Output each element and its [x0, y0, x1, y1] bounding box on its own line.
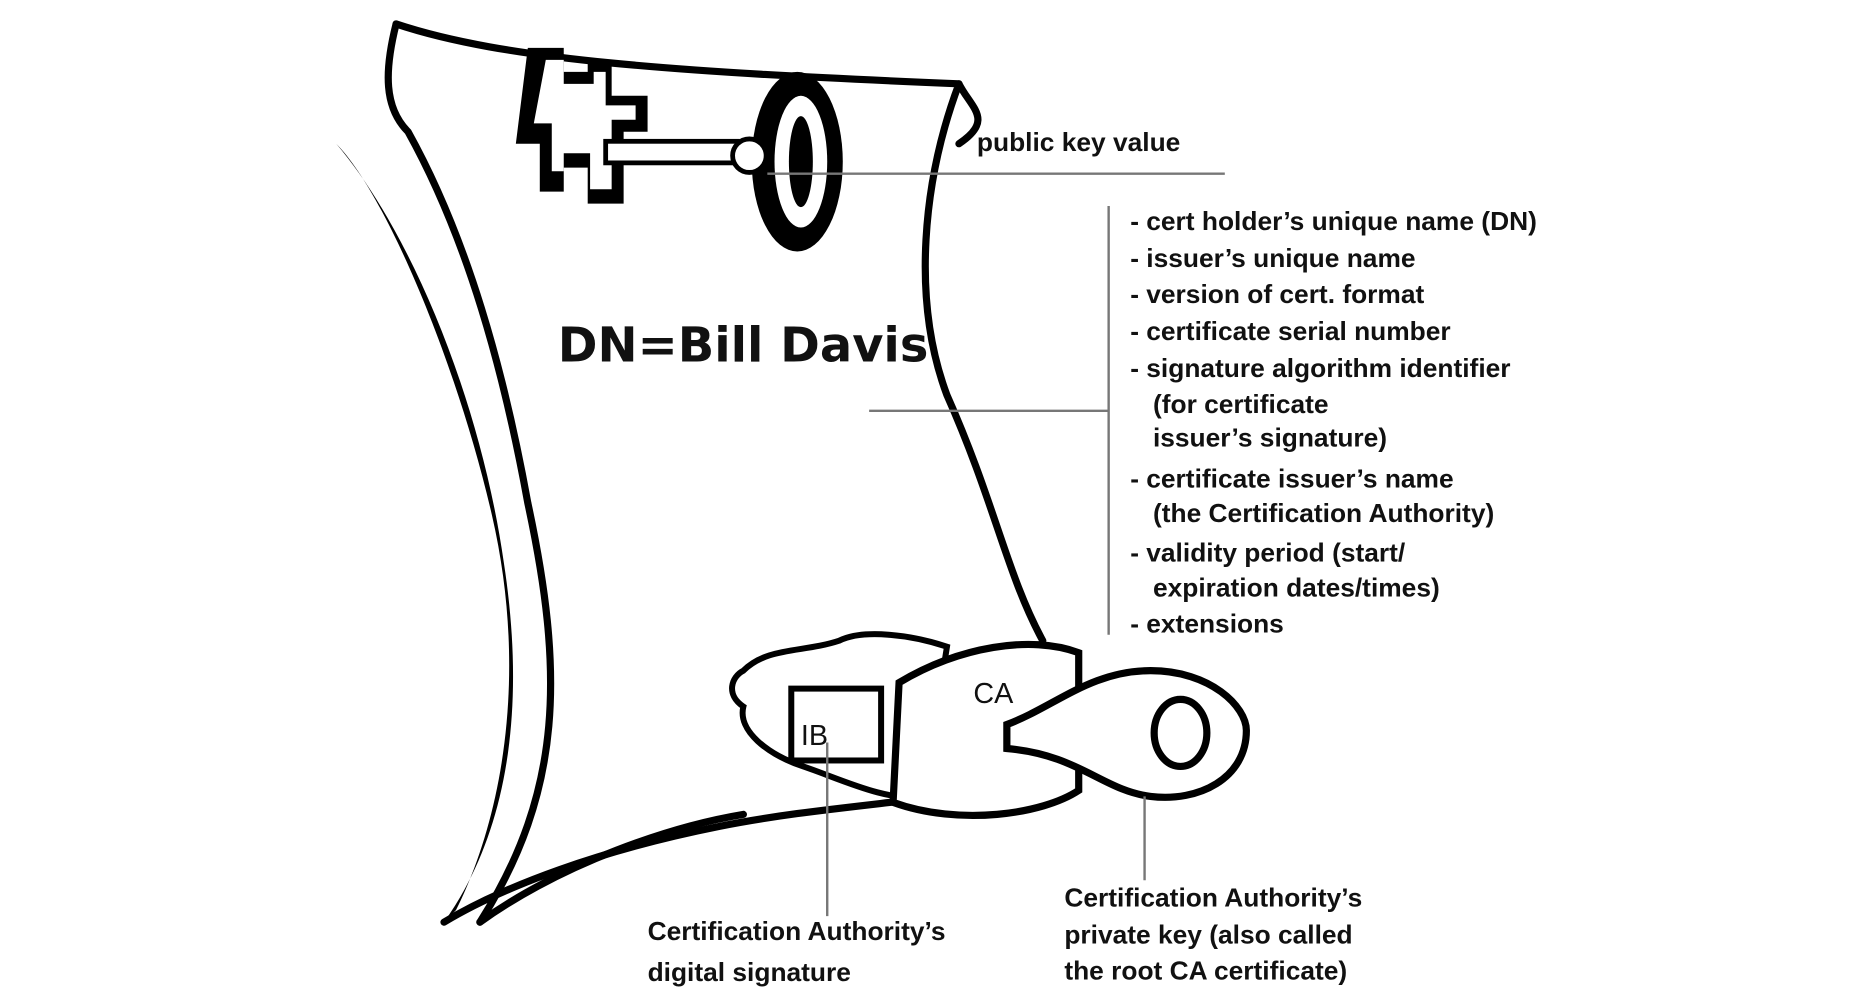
certificate-scroll [336, 20, 1047, 926]
seal-ca-text: CA [973, 678, 1014, 710]
field-item: - signature algorithm identifier [1130, 353, 1510, 383]
field-item: - cert holder’s unique name (DN) [1130, 206, 1537, 236]
private-key-icon [1003, 667, 1250, 801]
svg-text:the root CA certificate): the root CA certificate) [1064, 956, 1347, 986]
field-item: - validity period (start/ [1130, 538, 1406, 568]
field-item: - extensions [1130, 608, 1284, 638]
field-item: - version of cert. format [1130, 279, 1424, 309]
field-item: (the Certification Authority) [1153, 498, 1494, 528]
field-item: - issuer’s unique name [1130, 243, 1415, 273]
certificate-holder-name: DN=Bill Davis [558, 319, 929, 374]
ca-seal-icon: IB CA [729, 631, 1083, 820]
signature-label: Certification Authority’s digital signat… [648, 916, 946, 987]
public-key-label: public key value [977, 127, 1180, 157]
svg-text:private key (also called: private key (also called [1064, 920, 1352, 950]
svg-text:digital signature: digital signature [648, 957, 851, 987]
svg-text:Certification Authority’s: Certification Authority’s [648, 916, 946, 946]
field-item: expiration dates/times) [1153, 572, 1440, 602]
field-item: - certificate issuer’s name [1130, 463, 1453, 493]
field-item: (for certificate [1153, 389, 1329, 419]
field-item: - certificate serial number [1130, 316, 1450, 346]
svg-text:Certification Authority’s: Certification Authority’s [1064, 883, 1362, 913]
private-key-label: Certification Authority’s private key (a… [1064, 883, 1362, 986]
field-item: issuer’s signature) [1153, 423, 1387, 453]
certificate-fields-list: - cert holder’s unique name (DN) - issue… [1130, 206, 1537, 638]
svg-text:IB: IB [801, 720, 828, 752]
public-key-icon [515, 47, 843, 252]
